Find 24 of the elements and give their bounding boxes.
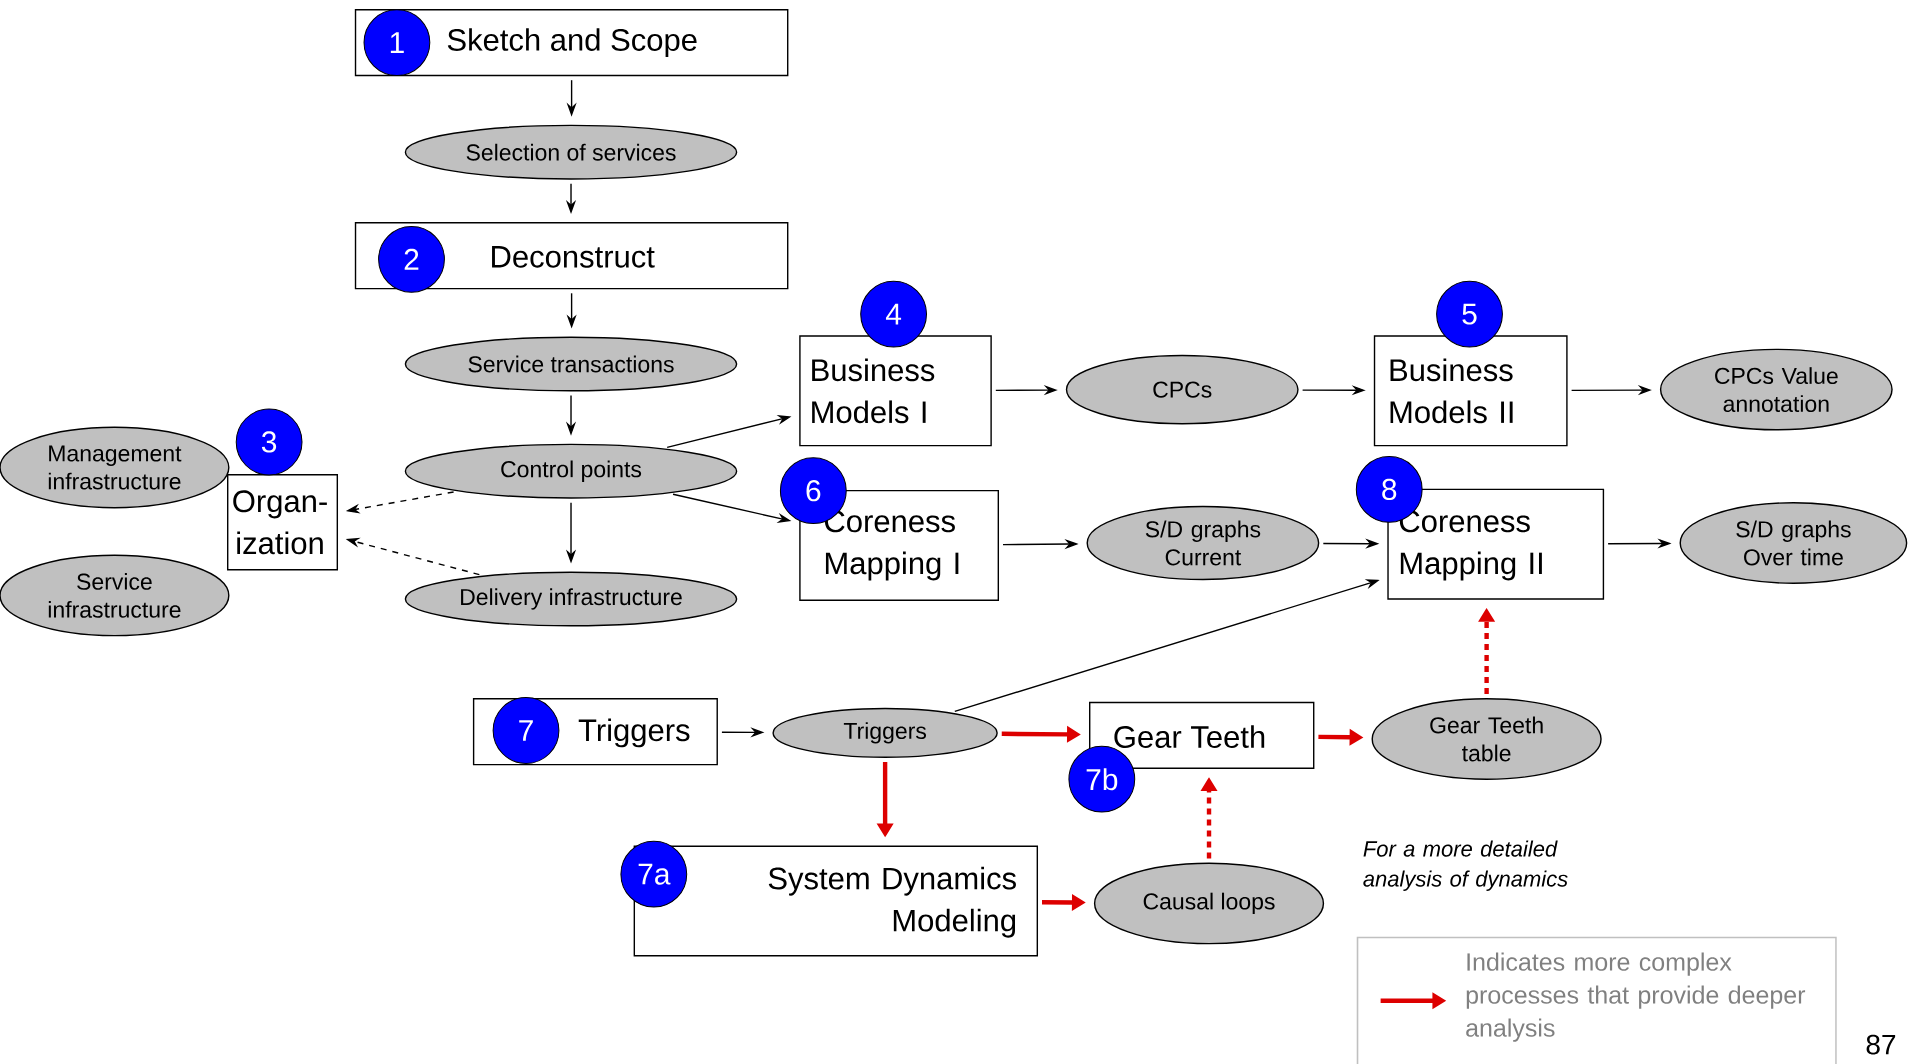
legend-text: Indicates more complex processes that provide deeper analysis: [1466, 952, 1806, 1042]
ellipse-node: CPCs Value annotation: [1659, 348, 1893, 431]
ellipse-node: Triggers: [772, 707, 998, 758]
number-badge: 2: [378, 225, 445, 293]
process-box: Business Models II: [1373, 335, 1568, 447]
ellipse-node: Control points: [404, 443, 738, 499]
ellipse-node: Delivery infrastructure: [404, 571, 738, 627]
ellipse-node: Gear Teeth table: [1371, 698, 1602, 780]
note-text: For a more detailed analysis of dynamics: [1363, 840, 1568, 891]
process-box: Business Models I: [799, 335, 992, 447]
ellipse-node: S/D graphs Over time: [1679, 502, 1908, 584]
ellipse-node: S/D graphs Current: [1086, 505, 1320, 581]
number-badge: 7a: [620, 840, 688, 908]
number-badge: 1: [363, 9, 431, 76]
process-box: Organ- ization: [227, 474, 338, 571]
ellipse-node: Service transactions: [404, 336, 738, 392]
page-number: 87: [1866, 1034, 1896, 1055]
number-badge: 7: [492, 697, 560, 764]
number-badge: 5: [1436, 280, 1503, 348]
ellipse-node: Selection of services: [404, 124, 738, 180]
ellipse-node: Causal loops: [1093, 862, 1325, 945]
number-badge: 4: [860, 280, 927, 348]
ellipse-node: CPCs: [1065, 354, 1299, 425]
number-badge: 3: [235, 408, 303, 476]
